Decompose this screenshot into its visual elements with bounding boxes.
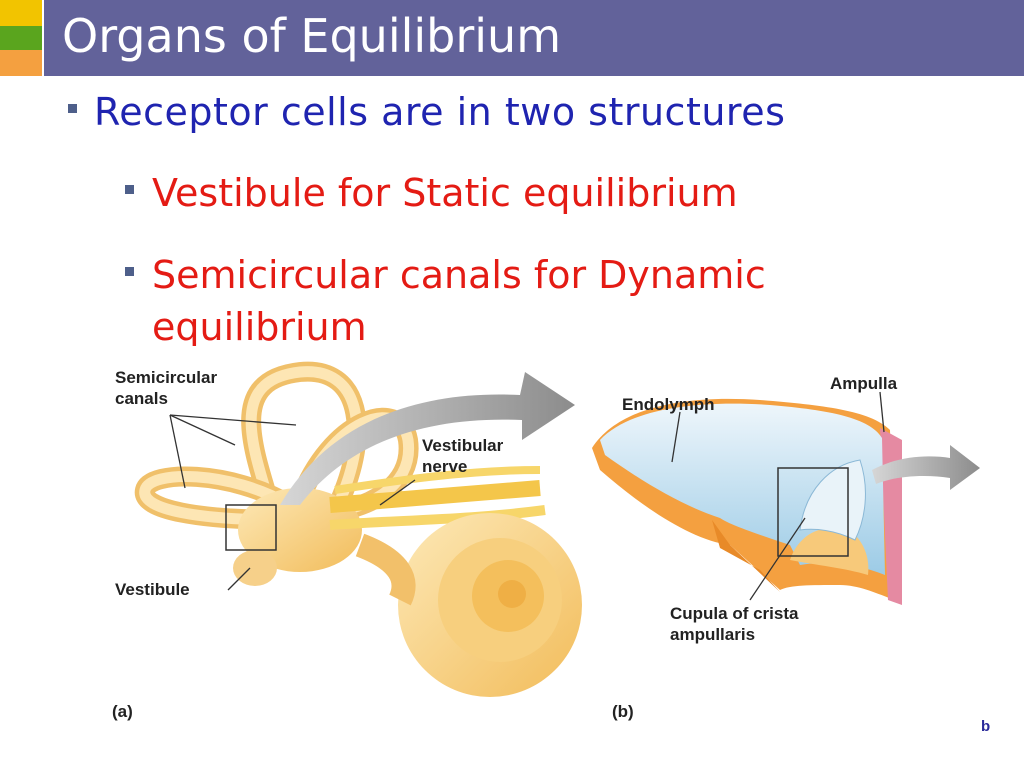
- label-ampulla: Ampulla: [830, 374, 898, 393]
- cupula-highlight-box: [777, 467, 849, 557]
- ear-anatomy-figure: Semicircular canals Vestibular nerve Ves…: [0, 345, 1024, 768]
- bullet-square-icon: [125, 185, 134, 194]
- ampulla-cutaway-drawing: [592, 398, 902, 605]
- slide-title: Organs of Equilibrium: [62, 9, 562, 63]
- label-semicircular-canals-line2: canals: [115, 389, 168, 408]
- title-bar: [44, 0, 1024, 76]
- label-vestibular-nerve: Vestibular: [422, 436, 504, 455]
- ear-anatomy-illustration: Semicircular canals Vestibular nerve Ves…: [112, 361, 990, 735]
- panel-a-tag: (a): [112, 702, 133, 721]
- title-accent-green: [0, 26, 42, 50]
- bullet-vestibule: Vestibule for Static equilibrium: [152, 171, 738, 215]
- title-accent-orange: [0, 50, 42, 76]
- label-vestibule: Vestibule: [115, 580, 190, 599]
- footer-mark: b: [981, 718, 990, 735]
- panel-b-leader-lines: [671, 391, 885, 601]
- bullet-semicircular-canals: Semicircular canals for Dynamic: [152, 253, 766, 297]
- zoom-arrow-small-icon: [872, 445, 980, 490]
- label-vestibular-nerve-line2: nerve: [422, 457, 467, 476]
- label-endolymph: Endolymph: [622, 395, 715, 414]
- bullet-semicircular-canals-line2: equilibrium: [152, 305, 367, 346]
- label-cupula-of-crista-line2: ampullaris: [670, 625, 755, 644]
- inner-ear-drawing: [134, 361, 582, 697]
- bullet-square-icon: [125, 267, 134, 276]
- label-semicircular-canals: Semicircular: [115, 368, 217, 387]
- panel-a-leader-lines: [169, 414, 416, 591]
- title-accent-yellow: [0, 0, 42, 26]
- panel-b-tag: (b): [612, 702, 634, 721]
- bullet-square-icon: [68, 104, 77, 113]
- bullet-receptor-cells: Receptor cells are in two structures: [94, 90, 786, 134]
- label-cupula-of-crista: Cupula of crista: [670, 604, 799, 623]
- ampulla-highlight-box: [225, 504, 277, 551]
- zoom-arrow-icon: [280, 372, 575, 505]
